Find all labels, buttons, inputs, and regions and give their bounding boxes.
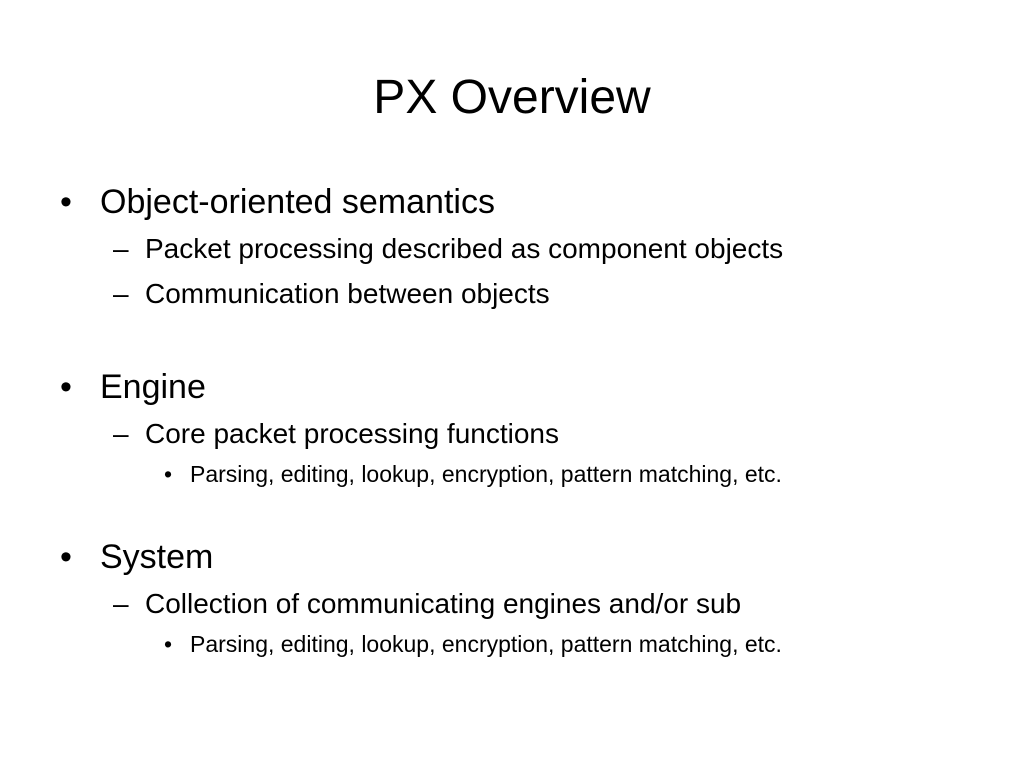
subbullet-text: Core packet processing functions xyxy=(145,418,559,449)
bullet-marker: • xyxy=(60,183,72,221)
detail-text: Parsing, editing, lookup, encryption, pa… xyxy=(190,631,782,657)
dash-marker: – xyxy=(113,278,129,309)
subbullet-text: Packet processing described as component… xyxy=(145,233,784,264)
subbullet-communication: – Communication between objects xyxy=(113,277,550,311)
bullet-text: Object-oriented semantics xyxy=(100,183,495,221)
bullet-marker: • xyxy=(164,631,173,657)
dash-marker: – xyxy=(113,233,129,264)
detail-parsing-system: • Parsing, editing, lookup, encryption, … xyxy=(164,630,782,658)
subbullet-core-functions: – Core packet processing functions xyxy=(113,417,559,451)
bullet-marker: • xyxy=(60,538,72,576)
bullet-engine: • Engine xyxy=(60,367,206,407)
subbullet-collection: – Collection of communicating engines an… xyxy=(113,587,742,621)
bullet-marker: • xyxy=(60,368,72,406)
bullet-text: Engine xyxy=(100,368,206,406)
dash-marker: – xyxy=(113,588,129,619)
slide-title: PX Overview xyxy=(373,71,651,124)
dash-marker: – xyxy=(113,418,129,449)
bullet-object-oriented-semantics: • Object-oriented semantics xyxy=(60,182,495,222)
bullet-text: System xyxy=(100,538,214,576)
bullet-system: • System xyxy=(60,537,214,577)
detail-text: Parsing, editing, lookup, encryption, pa… xyxy=(190,461,782,487)
subbullet-packet-processing: – Packet processing described as compone… xyxy=(113,232,784,266)
detail-parsing-engine: • Parsing, editing, lookup, encryption, … xyxy=(164,460,782,488)
subbullet-text: Communication between objects xyxy=(145,278,550,309)
bullet-marker: • xyxy=(164,461,173,487)
subbullet-text: Collection of communicating engines and/… xyxy=(145,588,742,619)
